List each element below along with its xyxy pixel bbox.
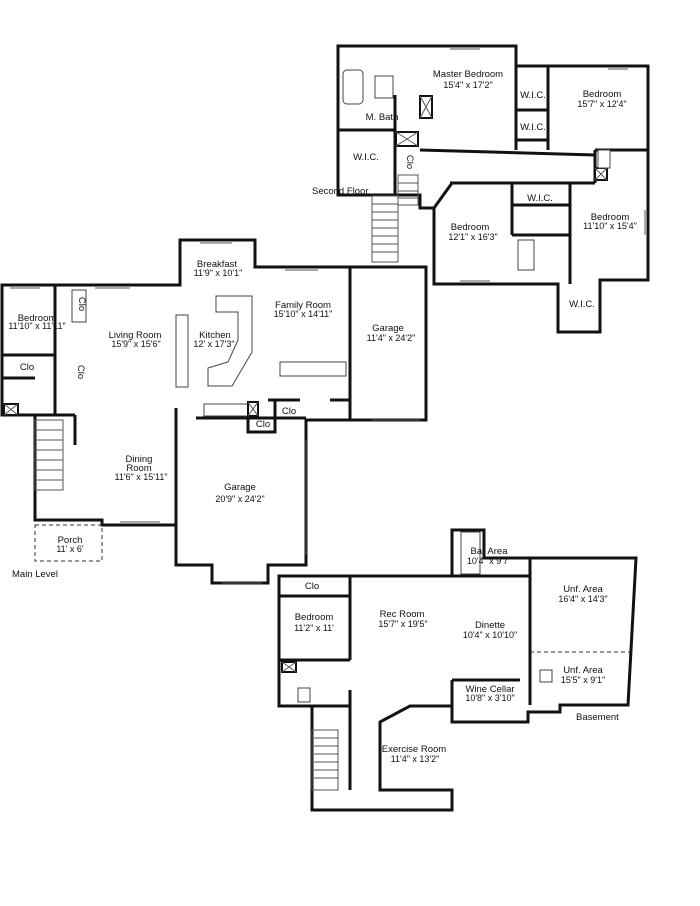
vanity-icon bbox=[517, 239, 535, 271]
basement-plan bbox=[277, 528, 638, 812]
room-dim-dining-room: 11'6" x 15'11" bbox=[114, 472, 167, 482]
kitchen-counter-icon bbox=[207, 295, 253, 387]
room-name-family-room: Family Room bbox=[275, 300, 331, 311]
room-name-exercise-room: Exercise Room bbox=[382, 744, 446, 755]
room-dim-family-room: 15'10" x 14'11" bbox=[274, 309, 333, 319]
room-dim-porch: 11' x 6' bbox=[56, 544, 84, 554]
room-name-dinette: Dinette bbox=[475, 620, 505, 631]
room-dim-dinette: 10'4" x 10'10" bbox=[463, 630, 517, 640]
main-level-stairs bbox=[34, 419, 64, 491]
vanity-icon bbox=[597, 149, 611, 169]
room-dim-bedroom-s2: 11'10" x 15'4" bbox=[583, 221, 637, 231]
bar-counter-icon bbox=[460, 531, 481, 575]
room-dim-kitchen: 12' x 17'3" bbox=[193, 339, 234, 349]
main-level-plan bbox=[0, 238, 428, 585]
basement-label: Basement bbox=[576, 712, 619, 723]
bathtub-icon bbox=[342, 69, 364, 105]
room-dim-bedroom-base: 11'2" x 11' bbox=[294, 623, 334, 633]
room-name-clo-base: Clo bbox=[305, 581, 319, 592]
room-name-clo-second: Clo bbox=[404, 155, 415, 169]
room-name-wine-cellar: Wine Cellar bbox=[465, 684, 514, 695]
room-name-garage-right: Garage bbox=[372, 323, 404, 334]
room-labels: Master Bedroom 15'4" x 17'2" M. Bath W.I… bbox=[8, 69, 637, 764]
room-name-master-bedroom: Master Bedroom bbox=[433, 69, 503, 80]
room-name-wic-upper-1: W.I.C. bbox=[520, 90, 546, 101]
fireplace-icon bbox=[71, 289, 87, 323]
vanity-icon bbox=[374, 75, 394, 99]
room-dim-bedroom-ne: 15'7" x 12'4" bbox=[577, 99, 626, 109]
room-dim-bedroom-s1: 12'1" x 16'3" bbox=[448, 232, 497, 242]
room-name-clo-main-2: Clo bbox=[75, 365, 86, 379]
room-dim-garage-main: 20'9" x 24'2" bbox=[215, 494, 264, 504]
room-name-clo-main-3: Clo bbox=[20, 362, 34, 373]
kitchen-counter-icon bbox=[279, 361, 347, 377]
main-level-label: Main Level bbox=[12, 569, 58, 580]
basement-stairs bbox=[311, 729, 339, 791]
laundry-counter-icon bbox=[203, 403, 249, 417]
room-dim-rec-room: 15'7" x 19'5" bbox=[378, 619, 427, 629]
room-dim-bedroom-main: 11'10" x 11'11" bbox=[8, 321, 65, 331]
room-name-living-room: Living Room bbox=[109, 330, 162, 341]
room-name-breakfast: Breakfast bbox=[197, 259, 237, 270]
second-floor-label: Second Floor bbox=[312, 186, 369, 197]
room-name-unf-area-1: Unf. Area bbox=[563, 584, 603, 595]
room-name-wic-bottom: W.I.C. bbox=[569, 299, 595, 310]
room-dim-unf-area-1: 16'4" x 14'3" bbox=[558, 594, 607, 604]
second-floor-plan bbox=[336, 44, 650, 334]
room-dim-living-room: 15'9" x 15'6" bbox=[111, 339, 160, 349]
room-name-wic-master: W.I.C. bbox=[353, 152, 379, 163]
room-dim-bar-area: 10'4" x 9'7" bbox=[467, 556, 511, 566]
kitchen-counter-icon bbox=[175, 314, 189, 388]
room-name-bedroom-ne: Bedroom bbox=[583, 89, 622, 100]
room-dim-exercise-room: 11'4" x 13'2" bbox=[391, 754, 440, 764]
room-dim-wine-cellar: 10'8" x 3'10" bbox=[465, 693, 514, 703]
toilet-icon bbox=[297, 687, 311, 703]
room-dim-breakfast: 11'9" x 10'1" bbox=[194, 268, 243, 278]
room-name-dining: Dining bbox=[126, 454, 153, 465]
room-dim-garage-right: 11'4" x 24'2" bbox=[367, 333, 416, 343]
room-name-bedroom-s2: Bedroom bbox=[591, 212, 630, 223]
utility-icon bbox=[539, 669, 553, 683]
room-name-garage-main: Garage bbox=[224, 482, 256, 493]
room-name-clo-main-5: Clo bbox=[256, 419, 270, 430]
room-name-wic-upper-2: W.I.C. bbox=[520, 122, 546, 133]
room-dim-master-bedroom: 15'4" x 17'2" bbox=[443, 80, 492, 90]
room-name-bedroom-main: Bedroom bbox=[18, 313, 57, 324]
room-name-m-bath: M. Bath bbox=[366, 112, 399, 123]
room-name-wic-mid: W.I.C. bbox=[527, 193, 553, 204]
room-name-dining-2: Room bbox=[126, 463, 151, 474]
level-labels: Second Floor Main Level Basement bbox=[12, 186, 619, 723]
room-name-rec-room: Rec Room bbox=[380, 609, 425, 620]
room-name-unf-area-2: Unf. Area bbox=[563, 665, 603, 676]
room-name-clo-main-1: Clo bbox=[76, 297, 87, 311]
room-name-clo-main-4: Clo bbox=[282, 406, 296, 417]
room-name-kitchen: Kitchen bbox=[199, 330, 231, 341]
room-name-bedroom-s1: Bedroom bbox=[451, 222, 490, 233]
room-name-bar-area: Bar Area bbox=[471, 546, 509, 557]
second-floor-stairs bbox=[371, 174, 419, 263]
room-name-porch: Porch bbox=[58, 535, 83, 546]
room-name-bedroom-base: Bedroom bbox=[295, 612, 334, 623]
room-dim-unf-area-2: 15'5" x 9'1" bbox=[561, 675, 605, 685]
porch-outline bbox=[34, 524, 103, 562]
